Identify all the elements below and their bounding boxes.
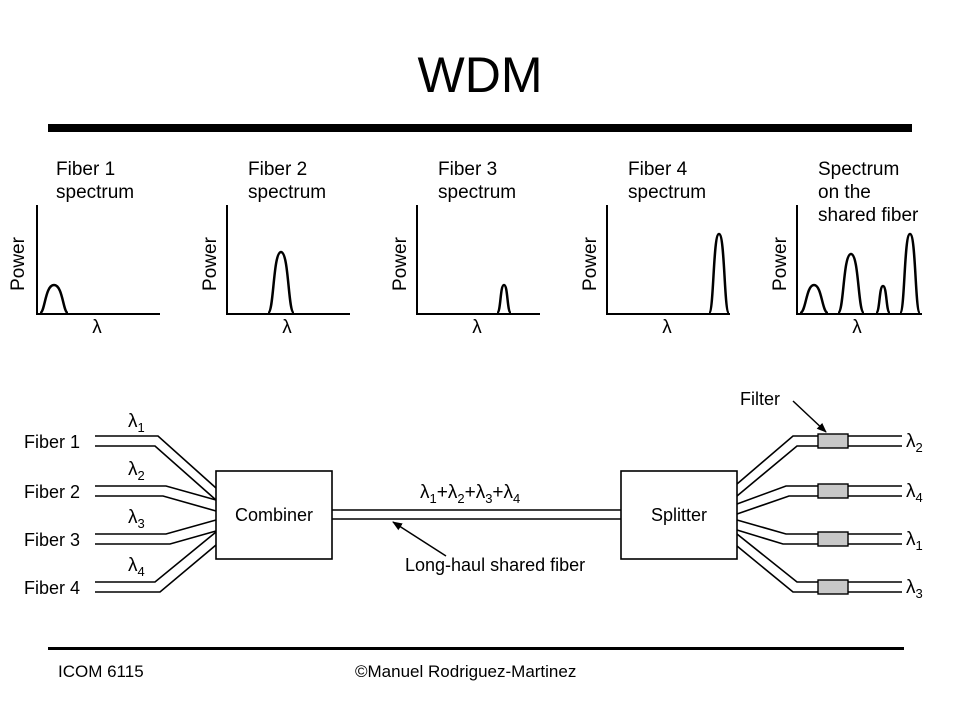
x-axis-label: λ	[282, 317, 292, 338]
input-fiber-label-3: Fiber 3	[24, 530, 80, 550]
y-axis-label: Power	[390, 236, 411, 291]
input-fibers	[95, 435, 217, 593]
output-lambda-1: λ2	[906, 431, 923, 455]
axes	[36, 205, 160, 315]
spectrum-peak-2	[836, 252, 866, 315]
spectrum-peak	[495, 283, 513, 315]
filter-2	[817, 483, 849, 499]
input-fiber-label-1: Fiber 1	[24, 432, 80, 452]
slide-title: WDM	[417, 47, 543, 103]
panel-label-line2: spectrum	[438, 182, 516, 203]
y-axis-label: Power	[580, 236, 601, 291]
input-fiber-2	[95, 485, 217, 501]
spectrum-panel-fiber-1: Fiber 1 spectrum Power λ	[8, 159, 160, 338]
shared-fiber-arrow	[392, 521, 447, 557]
combiner-label: Combiner	[235, 505, 313, 525]
axes	[416, 205, 540, 315]
filter-4	[817, 579, 849, 595]
splitter-box	[620, 470, 738, 560]
panel-label-line3: shared fiber	[818, 205, 919, 226]
footer-divider	[48, 647, 904, 650]
filters	[817, 433, 849, 595]
x-axis-label: λ	[472, 317, 482, 338]
filter-label: Filter	[740, 389, 780, 409]
filter-arrow	[792, 400, 827, 433]
y-axis-label: Power	[200, 236, 221, 291]
axes	[226, 205, 350, 315]
spectrum-peak	[266, 250, 296, 315]
axes	[796, 205, 922, 315]
spectrum-panel-fiber-4: Fiber 4 spectrum Power λ	[580, 159, 731, 338]
splitter-label: Splitter	[651, 505, 707, 525]
shared-fiber	[332, 509, 621, 520]
shared-fiber-label: Long-haul shared fiber	[405, 555, 585, 575]
spectrum-panel-fiber-2: Fiber 2 spectrum Power λ	[200, 159, 350, 338]
spectrum-peak	[707, 232, 731, 315]
spectrum-peak-3	[874, 284, 892, 315]
x-axis-label: λ	[852, 317, 862, 338]
output-fiber-4	[736, 533, 902, 583]
spectrum-panel-fiber-3: Fiber 3 spectrum Power λ	[390, 159, 540, 338]
panel-label-line2: on the	[818, 182, 871, 203]
output-fiber-1	[736, 435, 902, 485]
input-fiber-label-4: Fiber 4	[24, 578, 80, 598]
input-lambda-1: λ1	[128, 411, 145, 435]
x-axis-label: λ	[662, 317, 672, 338]
output-lambda-4: λ3	[906, 577, 923, 601]
output-lambda-3: λ1	[906, 529, 923, 553]
input-fiber-label-2: Fiber 2	[24, 482, 80, 502]
panel-label-line1: Fiber 4	[628, 159, 688, 180]
output-fiber-2	[736, 485, 902, 505]
filter-1	[817, 433, 849, 449]
panel-label-line2: spectrum	[56, 182, 134, 203]
spectrum-peak-4	[898, 232, 922, 315]
input-fiber-1	[95, 435, 217, 489]
output-fibers	[736, 435, 902, 593]
y-axis-label: Power	[8, 236, 29, 291]
spectrum-panel-shared: Spectrum on the shared fiber Power λ	[770, 159, 922, 338]
panel-label-line2: spectrum	[248, 182, 326, 203]
footer-course: ICOM 6115	[58, 662, 144, 681]
axes	[606, 205, 730, 315]
panel-label-line1: Fiber 3	[438, 159, 497, 180]
input-fiber-3	[95, 519, 217, 535]
panel-label-line1: Fiber 1	[56, 159, 115, 180]
output-fiber-3	[736, 519, 902, 535]
y-axis-label: Power	[770, 236, 791, 291]
panel-label-line2: spectrum	[628, 182, 706, 203]
x-axis-label: λ	[92, 317, 102, 338]
spectrum-peak-1	[799, 283, 829, 315]
footer-copyright: ©Manuel Rodriguez-Martinez	[355, 662, 577, 681]
input-fiber-4	[95, 531, 217, 583]
spectrum-peak	[39, 283, 69, 315]
output-lambda-2: λ4	[906, 481, 923, 505]
shared-fiber-wavelengths: λ1+λ2+λ3+λ4	[420, 482, 520, 506]
input-lambda-2: λ2	[128, 459, 145, 483]
title-divider	[48, 124, 912, 132]
filter-3	[817, 531, 849, 547]
input-lambda-3: λ3	[128, 507, 145, 531]
combiner-box	[215, 470, 333, 560]
panel-label-line1: Spectrum	[818, 159, 899, 180]
panel-label-line1: Fiber 2	[248, 159, 307, 180]
input-lambda-4: λ4	[128, 555, 145, 579]
